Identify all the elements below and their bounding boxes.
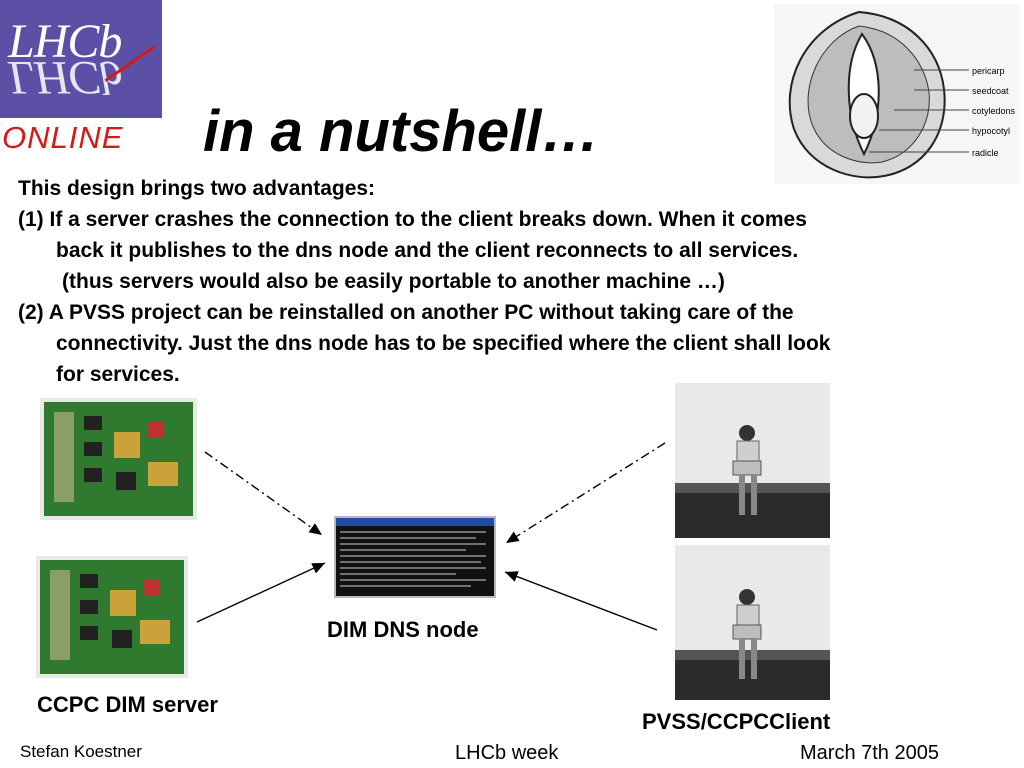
console-title-bar	[336, 518, 494, 526]
ccpc-board-image-1	[40, 398, 197, 520]
person-laptop-drawing-2	[675, 589, 830, 700]
client-user-photo-1	[675, 383, 830, 538]
slide-title: in a nutshell…	[203, 99, 600, 164]
arrow-server2-to-dns	[196, 562, 326, 623]
point2-line1: (2) A PVSS project can be reinstalled on…	[18, 301, 794, 324]
seed-label-hypocotyl: hypocotyl	[972, 126, 1010, 136]
seed-label-pericarp: pericarp	[972, 66, 1005, 76]
footer-date: March 7th 2005	[800, 742, 939, 764]
footer-event: LHCb week	[455, 742, 559, 764]
point2-line3: for services.	[56, 363, 180, 386]
seed-label-radicle: radicle	[972, 148, 999, 158]
seed-illustration: pericarp seedcoat cotyledons hypocotyl r…	[774, 4, 1020, 184]
person-laptop-drawing-1	[675, 425, 830, 538]
seed-label-cotyledons: cotyledons	[972, 106, 1016, 116]
label-ccpc-dim-server: CCPC DIM server	[37, 692, 218, 717]
seed-drawing: pericarp seedcoat cotyledons hypocotyl r…	[788, 10, 1016, 179]
ccpc-board-image-2	[36, 556, 188, 678]
logo-text-lhcb: LHCb	[8, 15, 122, 68]
arrow-server1-to-dns	[204, 451, 323, 536]
label-pvss-ccpc-client: PVSS/CCPCClient	[642, 709, 831, 734]
point1-line2: back it publishes to the dns node and th…	[56, 239, 799, 262]
intro-line: This design brings two advantages:	[18, 177, 376, 200]
seed-label-seedcoat: seedcoat	[972, 86, 1009, 96]
point1-line3: (thus servers would also be easily porta…	[62, 270, 725, 293]
arrow-client2-to-dns	[504, 571, 658, 631]
logo-text-online: ONLINE	[2, 120, 124, 155]
dns-console-screenshot	[334, 516, 496, 598]
board-chips-2	[50, 570, 170, 660]
client-user-photo-2	[675, 545, 830, 700]
lhcb-online-logo: LHCb LHCb ONLINE	[0, 0, 162, 155]
point1-line1: (1) If a server crashes the connection t…	[18, 208, 807, 231]
logo-text-lhcb-reflection: LHCb	[8, 51, 122, 104]
arrow-client1-to-dns	[505, 442, 666, 544]
body-text: This design brings two advantages: (1) I…	[18, 173, 1018, 390]
board-chips-1	[54, 412, 178, 502]
console-text-lines	[340, 531, 486, 587]
point2-line2: connectivity. Just the dns node has to b…	[56, 332, 831, 355]
footer-author: Stefan Koestner	[20, 742, 142, 761]
label-dim-dns-node: DIM DNS node	[327, 617, 479, 642]
